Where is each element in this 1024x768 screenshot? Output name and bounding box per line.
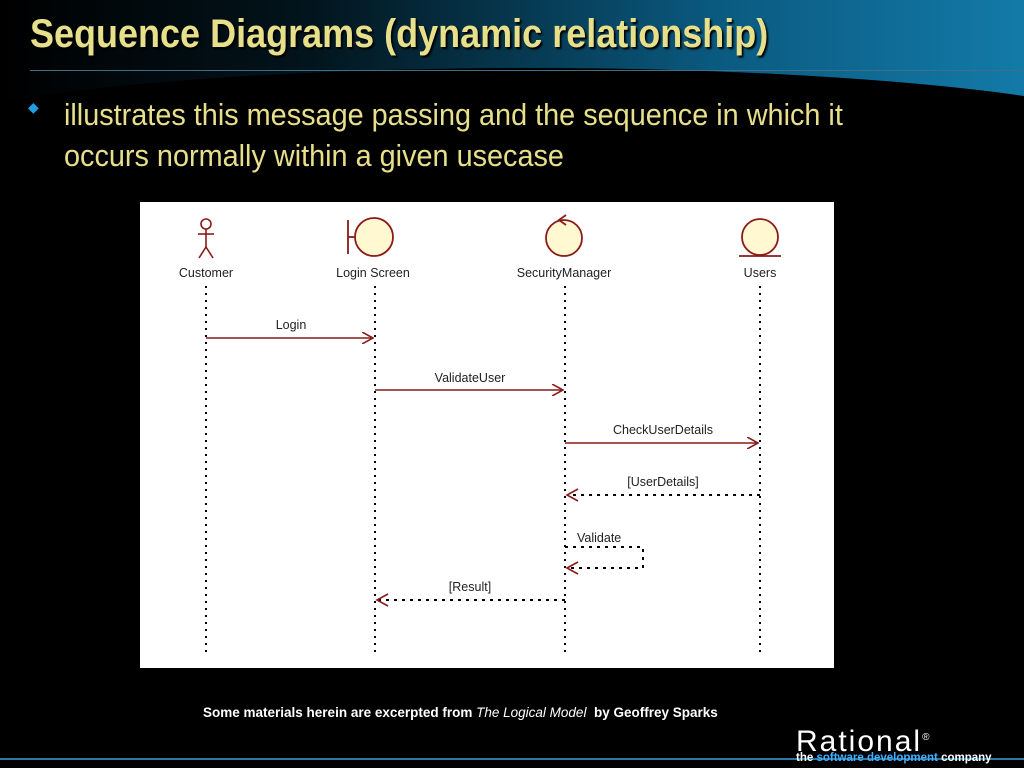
credit-book-title: The Logical Model <box>476 705 587 720</box>
lifeline-label-users: Users <box>744 266 777 280</box>
entity-icon <box>739 218 781 257</box>
message-arrowhead-validate-self <box>565 561 579 575</box>
actor-icon <box>198 218 214 259</box>
source-credit: Some materials herein are excerpted from… <box>203 705 718 720</box>
message-label-result: [Result] <box>449 580 491 594</box>
title-divider <box>30 70 1024 71</box>
credit-suffix: by Geoffrey Sparks <box>586 705 718 720</box>
lifeline-label-login-screen: Login Screen <box>336 266 410 280</box>
logo-tag-highlight: software development <box>816 752 938 764</box>
logo-tag-before: the <box>796 752 817 764</box>
sequence-diagram-canvas: Customer Login Screen SecurityManager Us… <box>179 214 781 654</box>
message-arrowhead-user-details <box>565 488 579 502</box>
message-label-user-details: [UserDetails] <box>627 475 699 489</box>
logo-wordmark: Rational® <box>796 722 931 758</box>
lifeline-label-security-manager: SecurityManager <box>517 266 612 280</box>
boundary-icon <box>347 217 394 257</box>
diamond-bullet-icon: ◆ <box>28 99 39 115</box>
message-label-validate: Validate <box>577 531 621 545</box>
message-label-validate-user: ValidateUser <box>435 371 506 385</box>
rational-logo: Rational® the software development compa… <box>796 722 1016 766</box>
message-label-check-user-details: CheckUserDetails <box>613 423 713 437</box>
sequence-diagram: Customer Login Screen SecurityManager Us… <box>140 202 834 668</box>
logo-registered-mark: ® <box>922 732 932 743</box>
footer-divider <box>0 758 1024 760</box>
message-label-login: Login <box>276 318 307 332</box>
credit-prefix: Some materials herein are excerpted from <box>203 705 477 720</box>
lifeline-label-customer: Customer <box>179 266 233 280</box>
logo-word: Rational <box>796 725 923 758</box>
slide-title: Sequence Diagrams (dynamic relationship) <box>30 12 769 56</box>
message-arrow-validate-self <box>565 546 644 569</box>
control-icon <box>545 214 583 257</box>
bullet-text: illustrates this message passing and the… <box>64 97 843 173</box>
message-arrowhead-result <box>375 593 389 607</box>
logo-tagline: the software development company <box>796 752 992 764</box>
logo-tag-after: company <box>937 752 992 764</box>
